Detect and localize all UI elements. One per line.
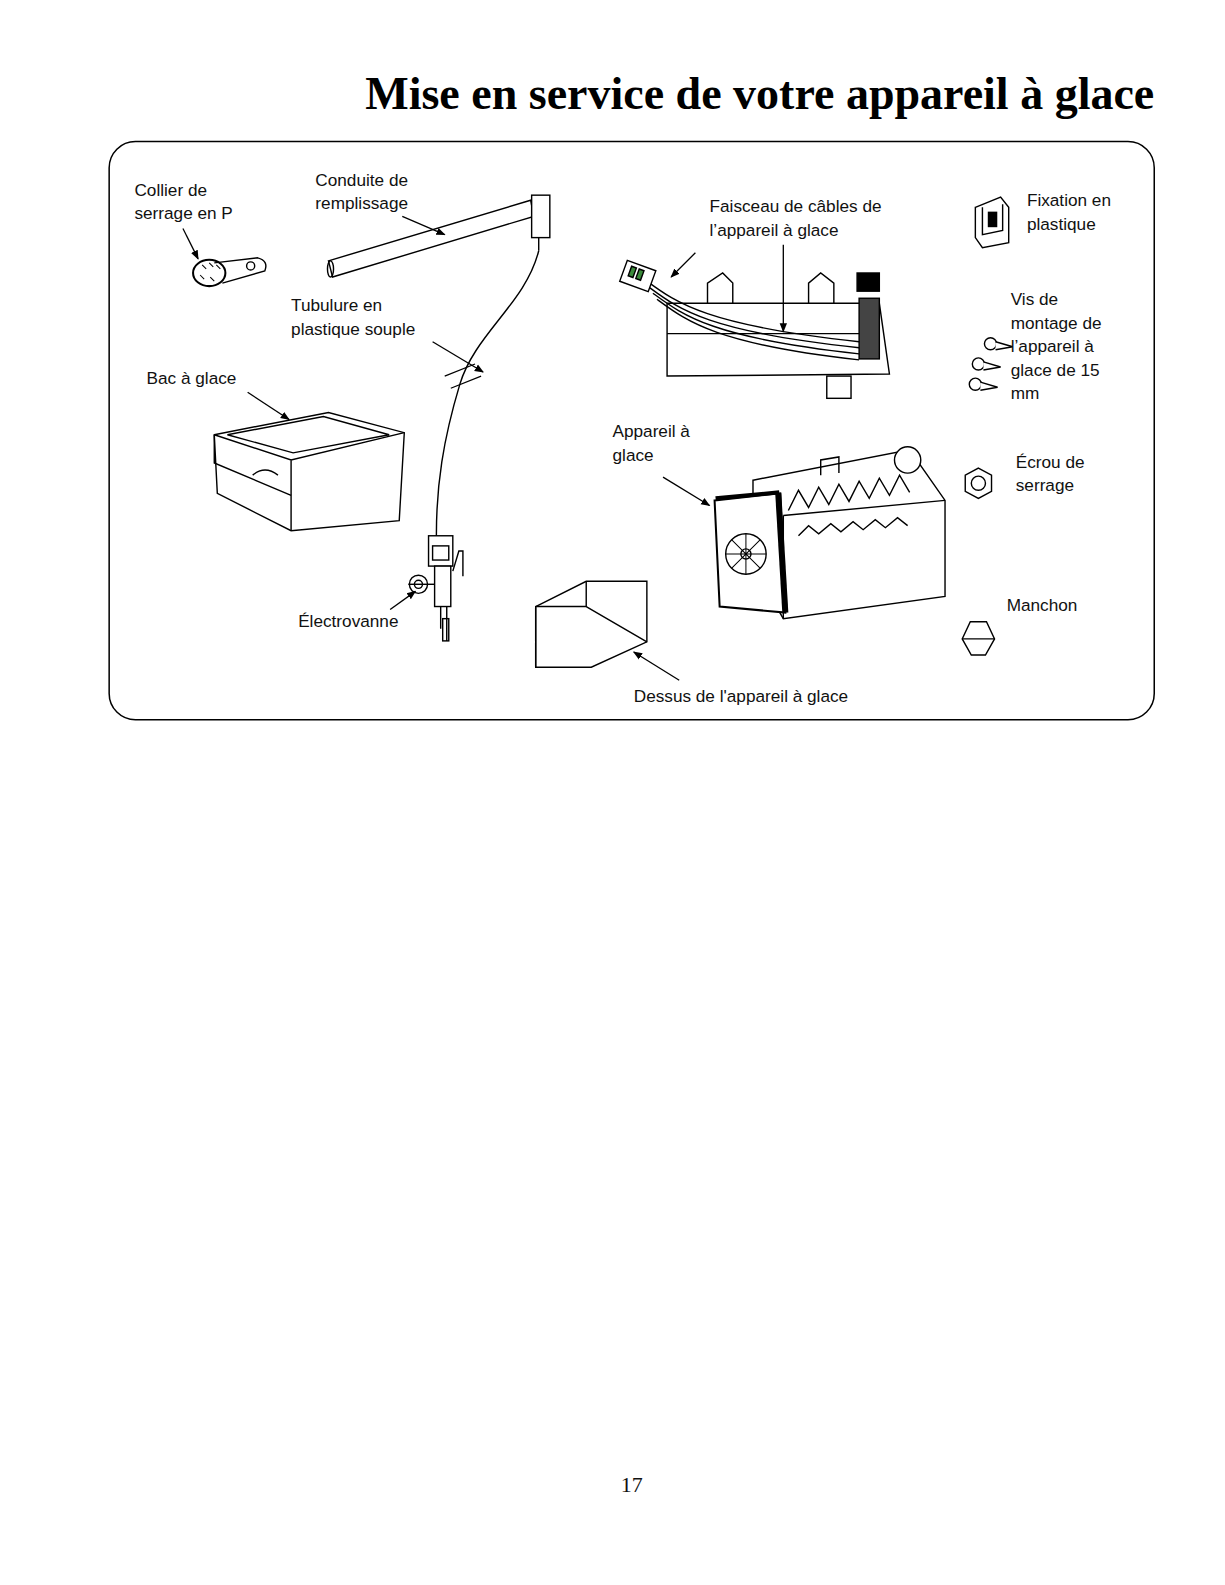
part-label: Conduite de remplissage — [315, 169, 434, 216]
part-label: Électrovanne — [298, 610, 429, 634]
part-label: Manchon — [1007, 594, 1108, 618]
part-label: Fixation en plastique — [1027, 189, 1132, 236]
part-label: Tubulure en plastique souple — [291, 294, 435, 341]
part-label: Faisceau de câbles de l’appareil à glace — [710, 195, 922, 242]
parts-drawing — [193, 195, 1013, 667]
part-label: Appareil à glace — [613, 420, 710, 467]
part-label: Bac à glace — [147, 367, 268, 391]
part-label: Vis de montage de l’appareil à glace de … — [1011, 288, 1115, 406]
page-number: 17 — [599, 1473, 664, 1497]
frame — [109, 142, 1154, 720]
part-label: Collier de serrage en P — [134, 179, 253, 226]
page-title: Mise en service de votre appareil à glac… — [365, 67, 1154, 120]
part-label: Dessus de l'appareil à glace — [634, 685, 907, 709]
leader-lines — [183, 216, 783, 680]
part-label: Écrou de serrage — [1016, 451, 1109, 498]
